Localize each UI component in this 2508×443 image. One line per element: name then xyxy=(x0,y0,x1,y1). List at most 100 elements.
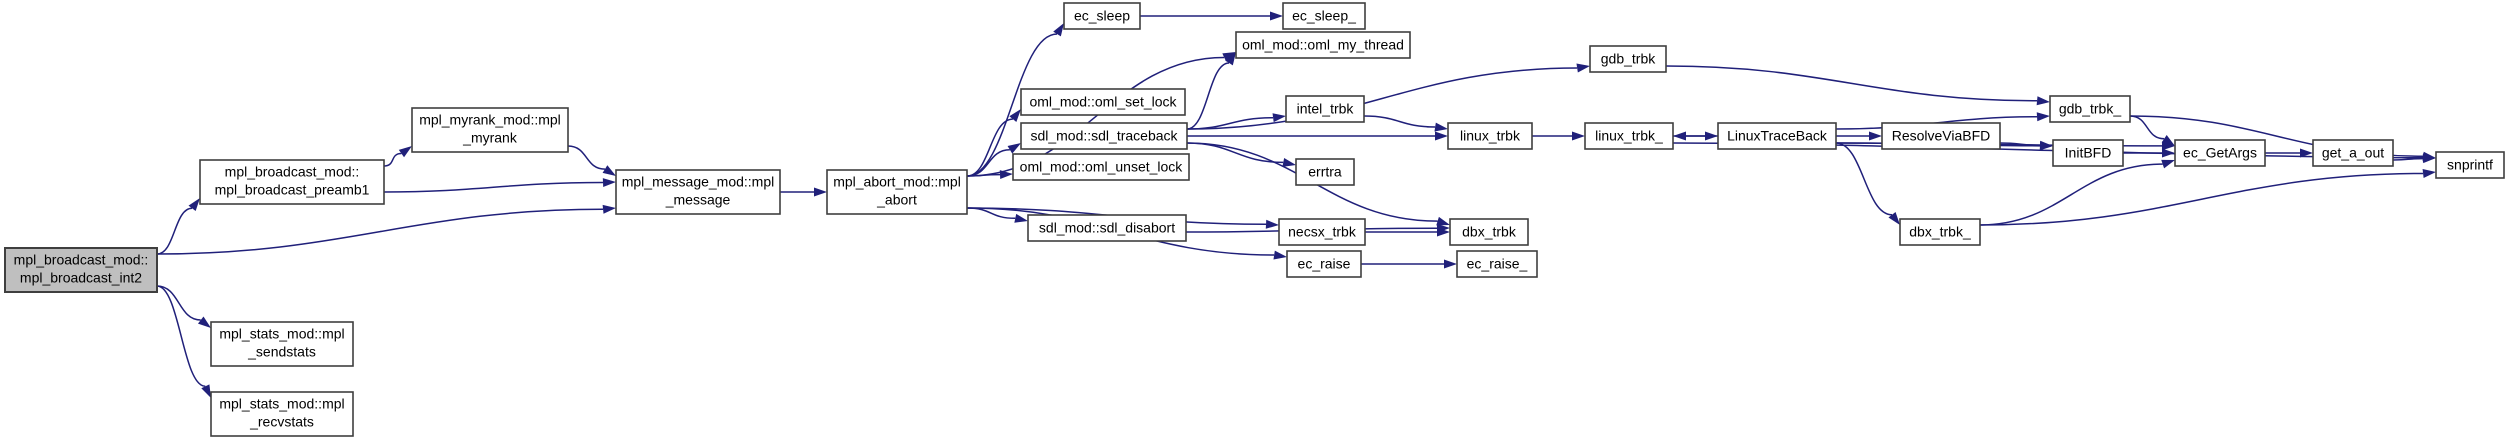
node-linux_trbk[interactable]: linux_trbk xyxy=(1447,122,1533,150)
node-box-mpl_myrank[interactable] xyxy=(411,107,569,153)
node-LinuxTraceBack[interactable]: LinuxTraceBack xyxy=(1717,122,1837,150)
node-necsx_trbk[interactable]: necsx_trbk xyxy=(1278,218,1366,246)
node-mpl_abort[interactable]: mpl_abort_mod::mpl_abort xyxy=(826,169,968,215)
arrowhead-mpl_abort-to-ec_sleep xyxy=(1053,23,1064,37)
node-mpl_myrank[interactable]: mpl_myrank_mod::mpl_myrank xyxy=(411,107,569,153)
node-snprintf[interactable]: snprintf xyxy=(2435,151,2505,179)
node-box-mpl_abort[interactable] xyxy=(826,169,968,215)
node-box-gdb_trbk[interactable] xyxy=(1589,45,1667,73)
node-box-mpl_message[interactable] xyxy=(615,169,781,215)
node-label-broadcast_preamb1-line2: mpl_broadcast_preamb1 xyxy=(215,182,370,198)
node-box-sdl_disabort[interactable] xyxy=(1027,214,1187,242)
edge-mpl_myrank-to-mpl_message xyxy=(567,145,606,170)
node-label-broadcast_preamb1-line1: mpl_broadcast_mod:: xyxy=(225,164,360,180)
arrowhead-broadcast_preamb1-to-mpl_message xyxy=(602,178,616,188)
node-dbx_trbk_u[interactable]: dbx_trbk_ xyxy=(1899,218,1981,246)
node-linux_trbk_u[interactable]: linux_trbk_ xyxy=(1584,122,1674,150)
node-box-InitBFD[interactable] xyxy=(2052,139,2124,167)
node-box-oml_my_thread[interactable] xyxy=(1235,31,1411,59)
arrowhead-ec_sleep-to-ec_sleep_u xyxy=(1270,11,1283,21)
node-box-dbx_trbk_u[interactable] xyxy=(1899,218,1981,246)
edge-gdb_trbk-to-gdb_trbk_u xyxy=(1665,65,2038,102)
node-ec_raise_u[interactable]: ec_raise_ xyxy=(1456,250,1538,278)
arrowhead-mpl_abort-to-sdl_traceback xyxy=(1007,143,1021,154)
node-box-errtra[interactable] xyxy=(1295,158,1355,186)
arrowhead-sdl_traceback-to-gdb_trbk xyxy=(1576,63,1590,73)
node-get_a_out[interactable]: get_a_out xyxy=(2312,139,2394,167)
node-label-necsx_trbk: necsx_trbk xyxy=(1288,224,1357,240)
node-ResolveViaBFD[interactable]: ResolveViaBFD xyxy=(1881,122,2001,150)
node-label-sdl_disabort: sdl_mod::sdl_disabort xyxy=(1039,220,1175,236)
arrowhead-broadcast_int2-to-broadcast_preamb1 xyxy=(188,198,200,212)
node-label-ec_sleep: ec_sleep xyxy=(1074,8,1130,24)
node-oml_set_lock[interactable]: oml_mod::oml_set_lock xyxy=(1020,88,1186,116)
node-box-oml_unset_lock[interactable] xyxy=(1012,153,1190,181)
node-ec_raise[interactable]: ec_raise xyxy=(1286,250,1362,278)
node-ec_GetArgs[interactable]: ec_GetArgs xyxy=(2174,139,2266,167)
arrowhead-sdl_traceback-to-linux_trbk xyxy=(1435,131,1448,141)
arrowhead-sdl_traceback-to-oml_my_thread xyxy=(1225,52,1236,66)
node-box-ec_GetArgs[interactable] xyxy=(2174,139,2266,167)
node-box-ec_raise_u[interactable] xyxy=(1456,250,1538,278)
arrowhead-mpl_abort-to-ec_raise xyxy=(1273,250,1287,260)
node-box-broadcast_int2[interactable] xyxy=(4,247,158,293)
edge-sdl_traceback-to-gdb_trbk xyxy=(1186,67,1578,130)
node-box-get_a_out[interactable] xyxy=(2312,139,2394,167)
node-mpl_recvstats[interactable]: mpl_stats_mod::mpl_recvstats xyxy=(210,391,354,437)
node-mpl_message[interactable]: mpl_message_mod::mpl_message xyxy=(615,169,781,215)
node-label-mpl_sendstats-line1: mpl_stats_mod::mpl xyxy=(219,326,344,342)
edge-mpl_abort-to-oml_unset_lock xyxy=(966,173,1001,177)
node-broadcast_int2[interactable]: mpl_broadcast_mod::mpl_broadcast_int2 xyxy=(4,247,158,293)
node-mpl_sendstats[interactable]: mpl_stats_mod::mpl_sendstats xyxy=(210,321,354,367)
node-InitBFD[interactable]: InitBFD xyxy=(2052,139,2124,167)
node-broadcast_preamb1[interactable]: mpl_broadcast_mod::mpl_broadcast_preamb1 xyxy=(199,159,385,205)
node-label-broadcast_int2-line2: mpl_broadcast_int2 xyxy=(20,270,142,286)
node-box-ec_sleep[interactable] xyxy=(1063,2,1141,30)
node-dbx_trbk[interactable]: dbx_trbk xyxy=(1449,218,1529,246)
node-box-broadcast_preamb1[interactable] xyxy=(199,159,385,205)
node-intel_trbk[interactable]: intel_trbk xyxy=(1285,95,1365,123)
node-box-intel_trbk[interactable] xyxy=(1285,95,1365,123)
arrowhead-necsx_trbk-to-dbx_trbk xyxy=(1437,227,1450,237)
node-ec_sleep_u[interactable]: ec_sleep_ xyxy=(1282,2,1366,30)
node-label-mpl_abort-line2: _abort xyxy=(876,192,917,208)
node-box-mpl_recvstats[interactable] xyxy=(210,391,354,437)
node-box-necsx_trbk[interactable] xyxy=(1278,218,1366,246)
node-box-linux_trbk_u[interactable] xyxy=(1584,122,1674,150)
node-sdl_disabort[interactable]: sdl_mod::sdl_disabort xyxy=(1027,214,1187,242)
node-box-ResolveViaBFD[interactable] xyxy=(1881,122,2001,150)
edge-broadcast_int2-to-broadcast_preamb1 xyxy=(156,207,193,255)
node-label-mpl_message-line2: _message xyxy=(665,192,731,208)
node-sdl_traceback[interactable]: sdl_mod::sdl_traceback xyxy=(1020,122,1188,150)
node-box-mpl_sendstats[interactable] xyxy=(210,321,354,367)
node-errtra[interactable]: errtra xyxy=(1295,158,1355,186)
node-box-sdl_traceback[interactable] xyxy=(1020,122,1188,150)
node-box-gdb_trbk_u[interactable] xyxy=(2049,95,2131,123)
node-label-get_a_out: get_a_out xyxy=(2322,145,2384,161)
edge-ResolveViaBFD-to-InitBFD xyxy=(1999,142,2041,147)
node-oml_my_thread[interactable]: oml_mod::oml_my_thread xyxy=(1235,31,1411,59)
node-box-ec_sleep_u[interactable] xyxy=(1282,2,1366,30)
node-gdb_trbk[interactable]: gdb_trbk xyxy=(1589,45,1667,73)
arrowhead-LinuxTraceBack-to-ec_GetArgs xyxy=(2161,141,2175,151)
arrowhead-dbx_trbk_u-to-ec_GetArgs xyxy=(2161,159,2175,169)
edge-LinuxTraceBack-to-dbx_trbk_u xyxy=(1835,142,1893,216)
node-label-ec_raise_u: ec_raise_ xyxy=(1467,256,1528,272)
edge-get_a_out-to-snprintf xyxy=(2392,157,2424,161)
node-box-snprintf[interactable] xyxy=(2435,151,2505,179)
node-gdb_trbk_u[interactable]: gdb_trbk_ xyxy=(2049,95,2131,123)
node-label-linux_trbk: linux_trbk xyxy=(1460,128,1521,144)
node-box-linux_trbk[interactable] xyxy=(1447,122,1533,150)
node-box-oml_set_lock[interactable] xyxy=(1020,88,1186,116)
node-box-LinuxTraceBack[interactable] xyxy=(1717,122,1837,150)
node-oml_unset_lock[interactable]: oml_mod::oml_unset_lock xyxy=(1012,153,1190,181)
node-box-ec_raise[interactable] xyxy=(1286,250,1362,278)
arrowhead-sdl_traceback-to-dbx_trbk xyxy=(1436,216,1450,226)
edge-sdl_traceback-to-oml_my_thread xyxy=(1186,62,1230,130)
node-box-dbx_trbk[interactable] xyxy=(1449,218,1529,246)
node-ec_sleep[interactable]: ec_sleep xyxy=(1063,2,1141,30)
edge-broadcast_preamb1-to-mpl_message xyxy=(383,181,604,193)
node-label-intel_trbk: intel_trbk xyxy=(1297,101,1355,117)
